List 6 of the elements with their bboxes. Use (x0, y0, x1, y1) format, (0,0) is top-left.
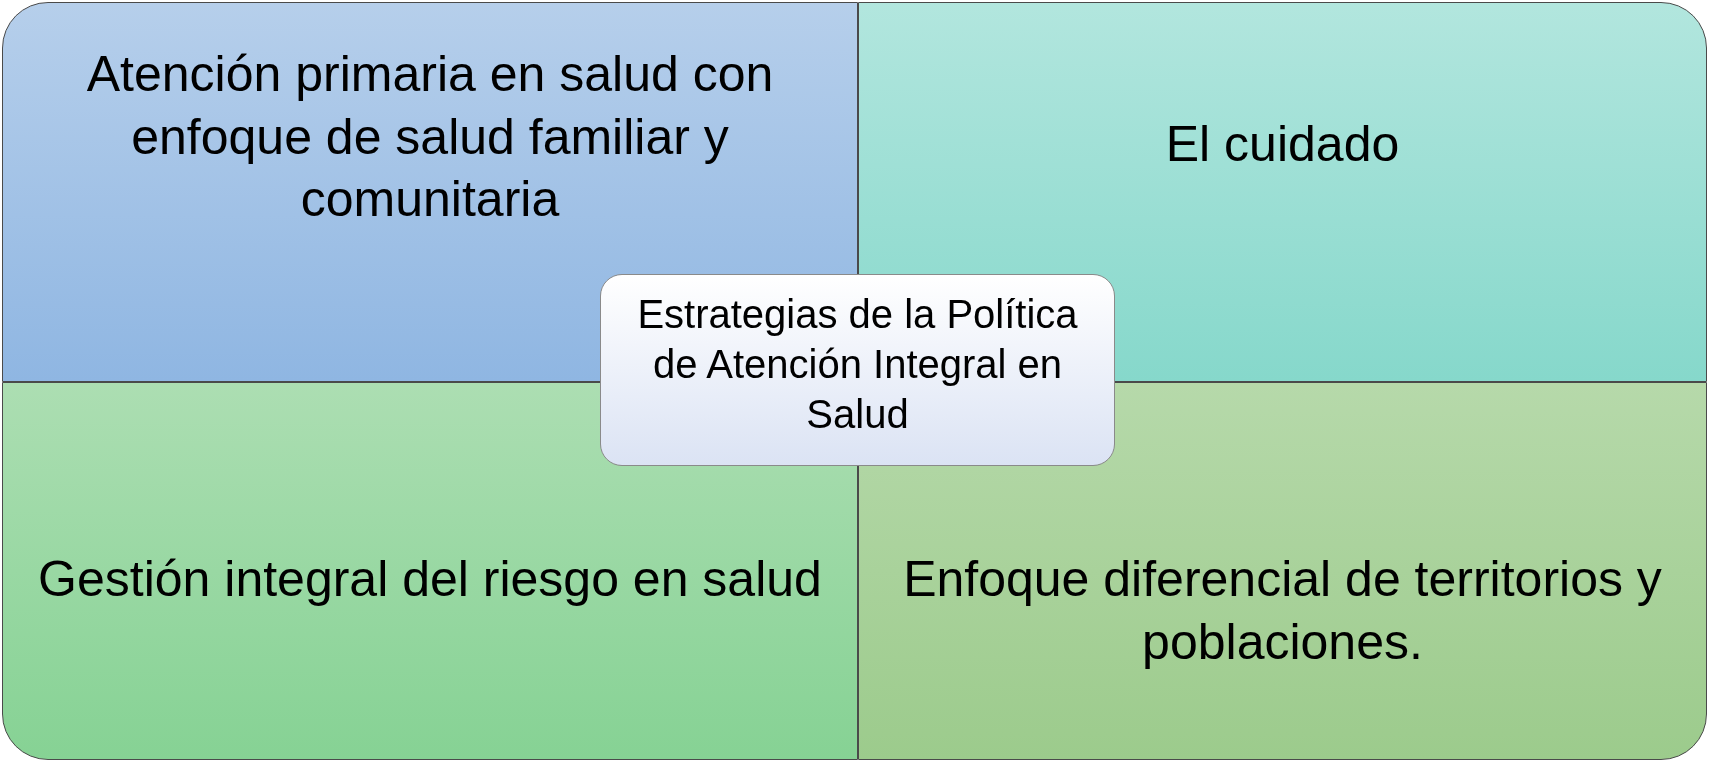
center-title: Estrategias de la Política de Atención Integral en Salud (636, 291, 1079, 438)
center-box (600, 274, 1115, 466)
quadrant-label: Gestión integral del riesgo en salud (37, 550, 823, 609)
quadrant-label: Atención primaria en salud con enfoque de salud familiar y comunitaria (85, 45, 775, 229)
quadrant-label: Enfoque diferencial de territorios y poblaciones. (902, 550, 1663, 672)
quadrant-label: El cuidado (1164, 115, 1401, 174)
